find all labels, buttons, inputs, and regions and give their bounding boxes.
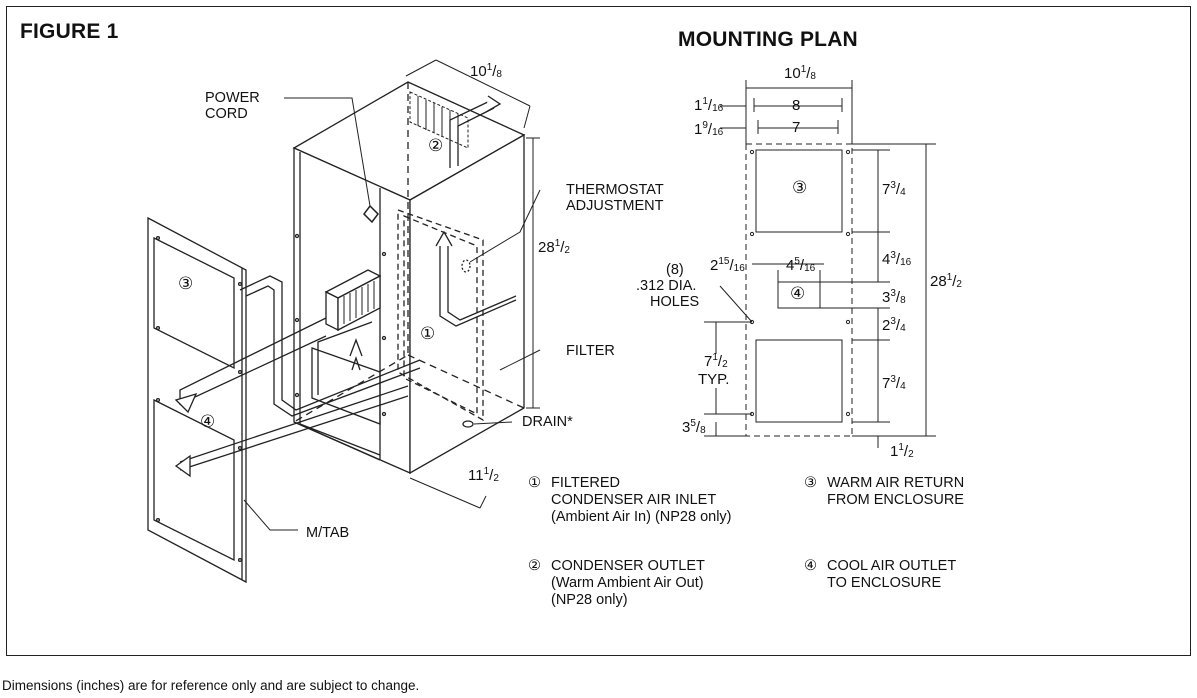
unit-body	[292, 81, 526, 475]
plan-dim-3-3-8: 33/8	[882, 288, 906, 306]
legend-3-line-1: WARM AIR RETURN	[827, 475, 965, 491]
mounting-panel	[147, 216, 247, 584]
legend-1-line-2: CONDENSER AIR INLET	[551, 492, 717, 508]
marker-4-iso: ④	[200, 412, 216, 431]
legend-4-line-2: TO ENCLOSURE	[827, 575, 942, 591]
front-grille	[324, 269, 382, 332]
legend-3-line-2: FROM ENCLOSURE	[827, 492, 964, 508]
label-mtab: M/TAB	[306, 525, 350, 541]
label-power-cord-2: CORD	[205, 106, 248, 122]
legend-marker-4: ④	[804, 558, 817, 574]
footnote: Dimensions (inches) are for reference on…	[2, 678, 420, 693]
plan-dim-1-1-16: 11/16	[694, 96, 724, 114]
legend-2-line-3: (NP28 only)	[551, 592, 628, 608]
legend-2-line-1: CONDENSER OUTLET	[551, 558, 705, 574]
marker-4-plan: ④	[790, 284, 806, 303]
top-grille	[409, 91, 469, 149]
label-thermostat-1: THERMOSTAT	[566, 182, 664, 198]
marker-2-iso: ②	[428, 136, 444, 155]
legend-marker-1: ①	[528, 475, 541, 491]
plan-dim-1-1-2: 11/2	[890, 442, 914, 460]
label-filter: FILTER	[566, 343, 615, 359]
plan-dim-2-3-4: 23/4	[882, 316, 906, 334]
plan-dim-overall-height: 281/2	[930, 272, 962, 290]
plan-dim-1-9-16: 19/16	[694, 120, 724, 138]
legend-4-line-1: COOL AIR OUTLET	[827, 558, 957, 574]
holes-label-1: (8)	[666, 262, 684, 278]
plan-dim-4-3-16: 43/16	[882, 250, 912, 268]
plan-dim-overall-width: 101/8	[784, 64, 816, 82]
marker-3-plan: ③	[792, 178, 808, 197]
plan-dim-lower-cutout: 73/4	[882, 374, 906, 392]
holes-label-3: HOLES	[650, 294, 700, 310]
legend-marker-3: ③	[804, 475, 817, 491]
plan-dim-4-5-16: 45/16	[786, 256, 816, 274]
plan-dim-upper-cutout: 73/4	[882, 180, 906, 198]
label-power-cord-1: POWER	[205, 90, 260, 106]
plan-dim-7: 7	[792, 119, 801, 136]
iso-dimensions	[243, 59, 541, 531]
dim-height: 281/2	[538, 238, 570, 256]
plan-dim-8: 8	[792, 97, 801, 114]
legend-1-line-3: (Ambient Air In) (NP28 only)	[551, 509, 732, 525]
legend-1-line-1: FILTERED	[551, 475, 621, 491]
figure-frame	[6, 6, 1191, 656]
label-drain: DRAIN*	[522, 414, 573, 430]
plan-drawing	[704, 80, 936, 448]
plan-typ-label: TYP.	[698, 371, 730, 388]
figure-title: FIGURE 1	[20, 20, 119, 43]
dim-width-top: 101/8	[470, 62, 502, 80]
plan-dim-2-15-16: 215/16	[710, 256, 745, 274]
plan-dim-3-5-8: 35/8	[682, 418, 706, 436]
mounting-plan-title: MOUNTING PLAN	[678, 28, 858, 51]
marker-3-iso: ③	[178, 274, 194, 293]
legend-2-line-2: (Warm Ambient Air Out)	[551, 575, 704, 591]
legend-marker-2: ②	[528, 558, 541, 574]
label-thermostat-2: ADJUSTMENT	[566, 198, 664, 214]
plan-dim-7-1-2-typ: 71/2	[704, 352, 728, 370]
dim-depth: 111/2	[468, 466, 499, 484]
marker-1-iso: ①	[420, 324, 436, 343]
holes-label-2: .312 DIA.	[636, 278, 697, 294]
airflow-arrows	[174, 95, 517, 478]
